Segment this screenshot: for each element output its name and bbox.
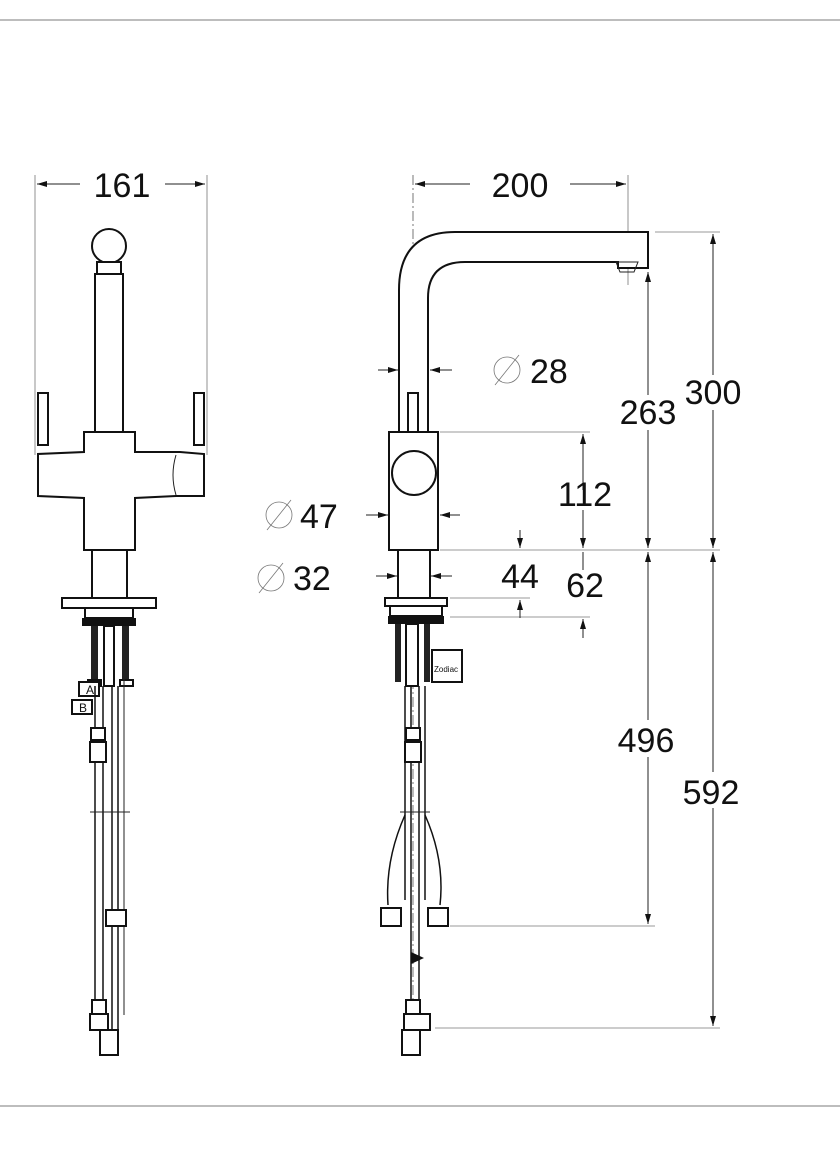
lever-left — [37, 392, 49, 446]
column — [91, 549, 128, 599]
dim-reach: 200 — [492, 167, 549, 205]
dim-spout-height: 263 — [620, 394, 677, 432]
dim-hose-length-2: 592 — [683, 774, 740, 812]
dim-hose-length-1: 496 — [618, 722, 675, 760]
dim-width-front: 161 — [94, 167, 151, 205]
hose-label-b: B — [79, 701, 87, 715]
brand-label: Zodiac — [434, 665, 458, 674]
dim-base-height-2: 62 — [566, 567, 604, 605]
diameter-icon — [265, 501, 293, 529]
lever-right — [193, 392, 205, 446]
side-view: 200 Zodiac — [257, 167, 742, 1056]
base-plate — [61, 597, 157, 609]
front-view: 161 A B — [34, 167, 208, 1056]
spout-head — [91, 228, 127, 264]
hose-label-a: A — [86, 683, 94, 697]
diameter-icon — [257, 564, 285, 592]
dim-body-diameter: 47 — [300, 498, 338, 536]
dim-base-height-1: 44 — [501, 558, 539, 596]
spout-pipe — [94, 273, 124, 433]
diameter-icon — [493, 356, 521, 384]
dim-base-diameter: 32 — [293, 560, 331, 598]
dim-spout-diameter: 28 — [530, 353, 568, 391]
spout — [398, 231, 649, 433]
dim-body-height: 112 — [558, 476, 612, 514]
mixer-body — [37, 431, 205, 551]
dim-total-height: 300 — [685, 374, 742, 412]
